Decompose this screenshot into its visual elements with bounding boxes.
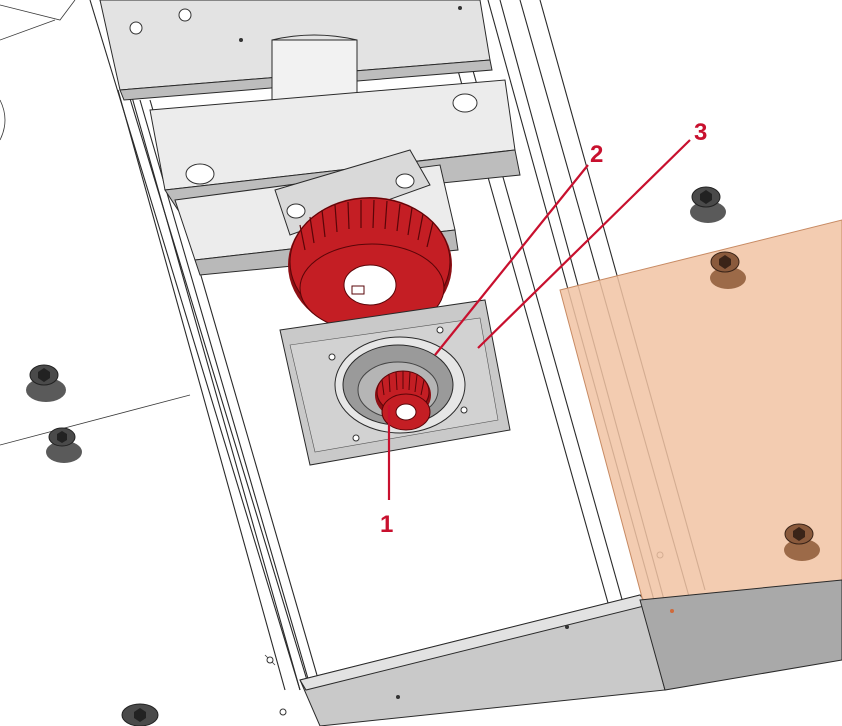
leader-line-3 <box>477 139 691 349</box>
bolt-top-right <box>690 186 726 223</box>
large-timing-pulley <box>288 197 452 333</box>
bolt-copper-1 <box>710 251 746 289</box>
side-cover-panel <box>559 219 842 691</box>
bolt-left-2 <box>46 427 82 463</box>
bolt-left-1 <box>26 364 66 402</box>
bolt-bottom-left <box>121 703 159 726</box>
callout-leaders <box>387 139 691 500</box>
bolt-copper-2 <box>784 523 820 561</box>
callout-label-1: 1 <box>380 511 393 538</box>
callout-label-2: 2 <box>590 141 603 168</box>
lower-channel <box>264 551 666 726</box>
left-frame <box>0 0 191 446</box>
callout-label-3: 3 <box>694 119 707 146</box>
leader-line-2 <box>434 164 589 356</box>
